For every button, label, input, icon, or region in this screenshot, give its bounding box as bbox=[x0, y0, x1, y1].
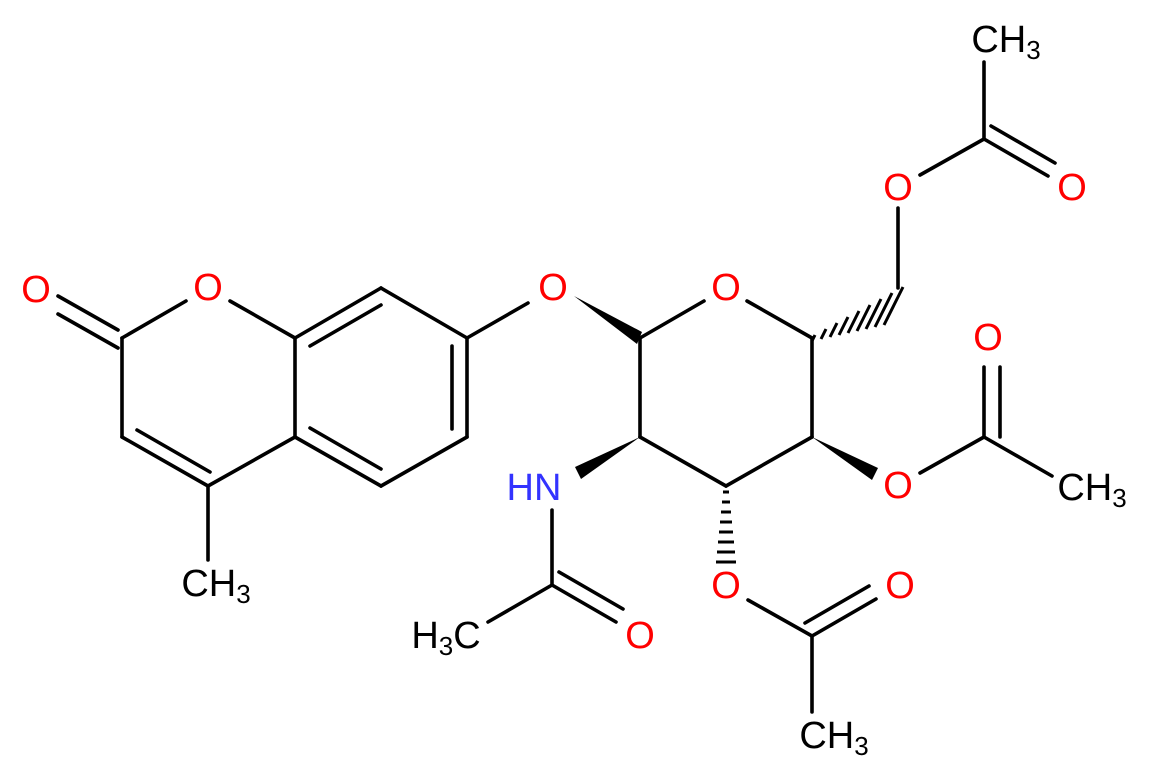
coumarin-bonds bbox=[56, 286, 530, 562]
bond-c5-c4a bbox=[293, 435, 383, 488]
bond-o6-acetylc bbox=[918, 137, 986, 177]
atom-o6-carbonyl: O bbox=[1057, 167, 1087, 209]
bond-c2-o-carbonyl-a bbox=[56, 294, 120, 332]
bond-amide-o-b bbox=[557, 570, 625, 611]
bond-c3acetyl-o-a bbox=[810, 597, 878, 638]
sugar-bonds bbox=[486, 60, 1057, 714]
atom-o-carbonyl-coumarin: O bbox=[21, 269, 51, 311]
label-h3c-amide: H3C bbox=[411, 615, 480, 661]
atom-o3-ester: O bbox=[711, 565, 741, 607]
wedge-c2-n bbox=[575, 437, 640, 479]
bond-c3-c2 bbox=[638, 435, 728, 488]
atom-o4-ester: O bbox=[883, 465, 913, 507]
bond-c3-c4-inner bbox=[135, 428, 212, 474]
bond-c5-c4a-inner bbox=[308, 426, 383, 471]
bond-oring-c5 bbox=[745, 299, 814, 340]
bond-c6-c5 bbox=[379, 435, 469, 488]
wedge-c4-o4 bbox=[812, 437, 878, 480]
label-ch3-c6-acetyl: CH3 bbox=[971, 19, 1040, 65]
label-ch3-c4-acetyl: CH3 bbox=[1057, 467, 1126, 513]
bond-c3-c4 bbox=[120, 435, 210, 488]
bond-c6acetyl-o-a bbox=[982, 137, 1050, 178]
bond-o1-c8a bbox=[228, 299, 297, 340]
bond-c8a-c8 bbox=[293, 286, 383, 340]
atom-nh: HN bbox=[507, 467, 562, 509]
atom-o-glycosidic: O bbox=[538, 267, 568, 309]
atom-o6-ester: O bbox=[883, 167, 913, 209]
atom-labels: O O O O O O O O O O O HN CH3 CH3 CH3 CH3… bbox=[21, 19, 1126, 761]
label-ch3-c3-acetyl: CH3 bbox=[799, 715, 868, 761]
hash-c3-o3 bbox=[716, 490, 736, 564]
bond-c4-c4a bbox=[206, 435, 297, 488]
bond-amide-ch3 bbox=[486, 583, 554, 624]
atom-o-ring-sugar: O bbox=[711, 267, 741, 309]
wedge-oglyc-c1 bbox=[574, 296, 642, 344]
bond-c6acetyl-o-b bbox=[989, 124, 1057, 165]
bond-c2-o1 bbox=[120, 299, 188, 340]
bond-c3acetyl-o-b bbox=[803, 584, 871, 625]
atom-o4-carbonyl: O bbox=[973, 317, 1003, 359]
bond-c1-oring bbox=[638, 299, 706, 340]
bond-c4acetyl-ch3 bbox=[982, 435, 1054, 478]
bond-c7-oglyc bbox=[465, 301, 530, 340]
bond-o4-acetylc bbox=[918, 435, 986, 475]
atom-o-ring-coumarin: O bbox=[193, 267, 223, 309]
bond-c4-c3 bbox=[724, 435, 814, 488]
label-ch3-coumarin: CH3 bbox=[181, 563, 250, 609]
bond-o3-acetylc bbox=[746, 598, 814, 638]
bond-amide-o-a bbox=[550, 583, 618, 624]
bond-c2-o-carbonyl-b bbox=[56, 312, 120, 350]
atom-o-amide: O bbox=[625, 615, 655, 657]
bond-c8-c7 bbox=[379, 286, 469, 340]
bond-c8a-c8-inner bbox=[308, 303, 383, 348]
hash-c5-c6 bbox=[810, 286, 905, 342]
atom-o3-carbonyl: O bbox=[885, 565, 915, 607]
